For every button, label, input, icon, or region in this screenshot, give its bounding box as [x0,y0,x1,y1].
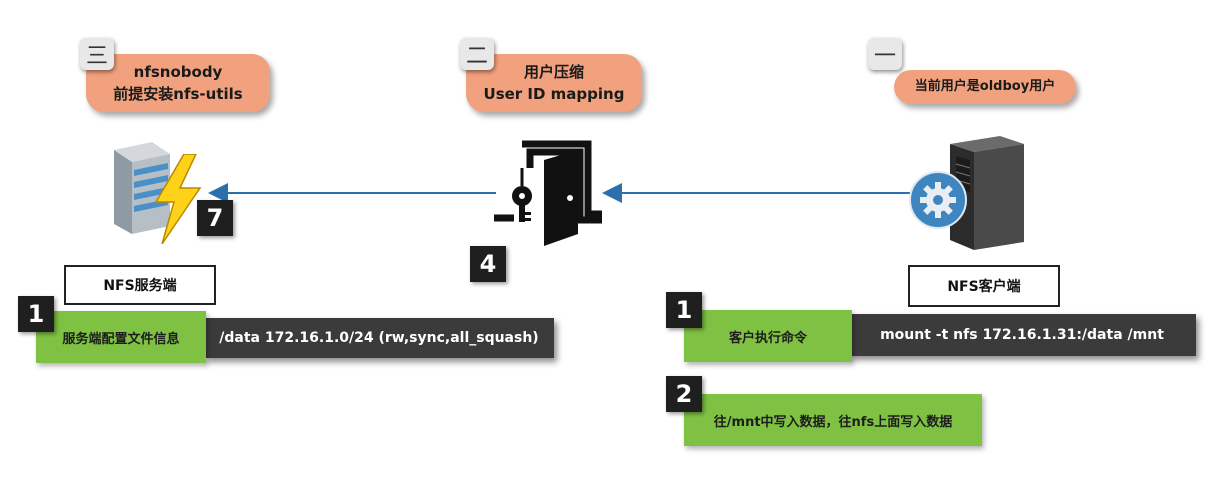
server-order-badge: 三 [80,38,114,70]
client-node-label: NFS客户端 [908,265,1060,307]
client-cmd-step: 1 [666,292,702,328]
client-write-step: 2 [666,376,702,412]
lightning-bolt-icon [150,153,206,248]
mapping-bubble-line2: User ID mapping [483,85,625,103]
client-order-badge: 一 [868,38,902,70]
server-rack-icon [104,140,174,240]
client-bubble: 当前用户是oldboy用户 [894,70,1076,104]
mapping-bubble: 用户压缩 User ID mapping [466,54,642,112]
mapping-bubble-line1: 用户压缩 [523,63,584,81]
server-config-value: /data 172.16.1.0/24 (rw,sync,all_squash) [204,318,554,358]
mapping-order-badge: 二 [460,38,494,70]
client-cmd-label: 客户执行命令 [684,310,852,362]
server-bubble-line1: nfsnobody [133,63,223,81]
mapping-step-4: 4 [470,246,506,282]
gear-icon [908,170,968,234]
server-config-step: 1 [18,296,54,332]
server-node-label: NFS服务端 [64,265,216,305]
door-key-icon [492,138,604,252]
client-cmd-value: mount -t nfs 172.16.1.31:/data /mnt [848,314,1196,356]
server-bubble: nfsnobody 前提安装nfs-utils [86,54,270,112]
server-step-7: 7 [197,200,233,236]
server-config-label: 服务端配置文件信息 [36,311,206,363]
client-bubble-line1: 当前用户是oldboy用户 [914,79,1056,94]
client-write-label: 往/mnt中写入数据，往nfs上面写入数据 [684,394,982,446]
server-bubble-line2: 前提安装nfs-utils [113,85,243,103]
